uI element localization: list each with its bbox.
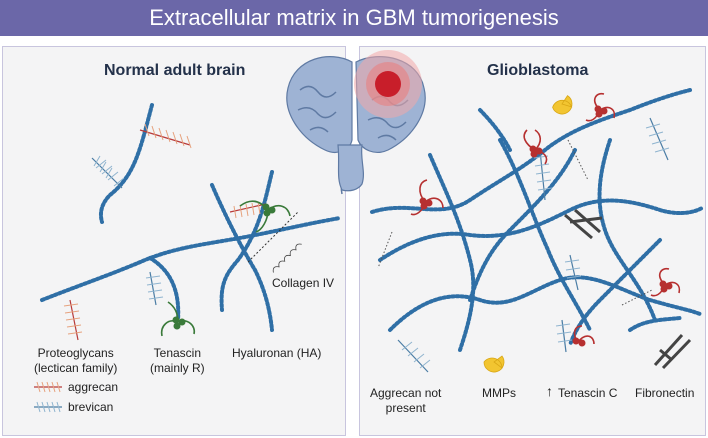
fibronectin-label: Fibronectin <box>635 386 695 400</box>
legend-aggrecan: aggrecan <box>68 380 119 394</box>
hyaluronan-label: Hyaluronan (HA) <box>232 346 322 360</box>
aggrecan-not-present-label: Aggrecan not present <box>370 386 442 415</box>
tenascin-r-left <box>160 200 291 337</box>
mmps-label: MMPs <box>482 386 516 400</box>
increase-arrow: ↑ <box>546 383 553 399</box>
mmp-enzymes <box>483 95 573 373</box>
legend-brevican: brevican <box>68 400 114 414</box>
tenascin-c-label: Tenascin C <box>558 386 618 400</box>
tumor-mass <box>375 71 401 97</box>
collagen-label: Collagen IV <box>272 276 335 290</box>
normal-brain-title: Normal adult brain <box>104 62 246 79</box>
proteoglycans-label: Proteoglycans (lectican family) <box>34 346 118 375</box>
brevican-molecules-left <box>91 155 164 306</box>
legend-swatches <box>34 381 62 413</box>
hyaluronan-chains-left <box>40 103 342 332</box>
aggrecan-molecules-left <box>63 123 267 341</box>
brain-illustration <box>286 50 426 195</box>
hyaluronan-network-right <box>370 88 704 352</box>
glioblastoma-title: Glioblastoma <box>487 62 589 79</box>
tenascin-c-molecules <box>410 92 681 345</box>
figure-title: Extracellular matrix in GBM tumorigenesi… <box>0 0 708 36</box>
brevican-molecules-right <box>397 117 670 373</box>
fibronectin-fibers <box>564 208 692 370</box>
tenascin-r-label: Tenascin (mainly R) <box>150 346 205 375</box>
